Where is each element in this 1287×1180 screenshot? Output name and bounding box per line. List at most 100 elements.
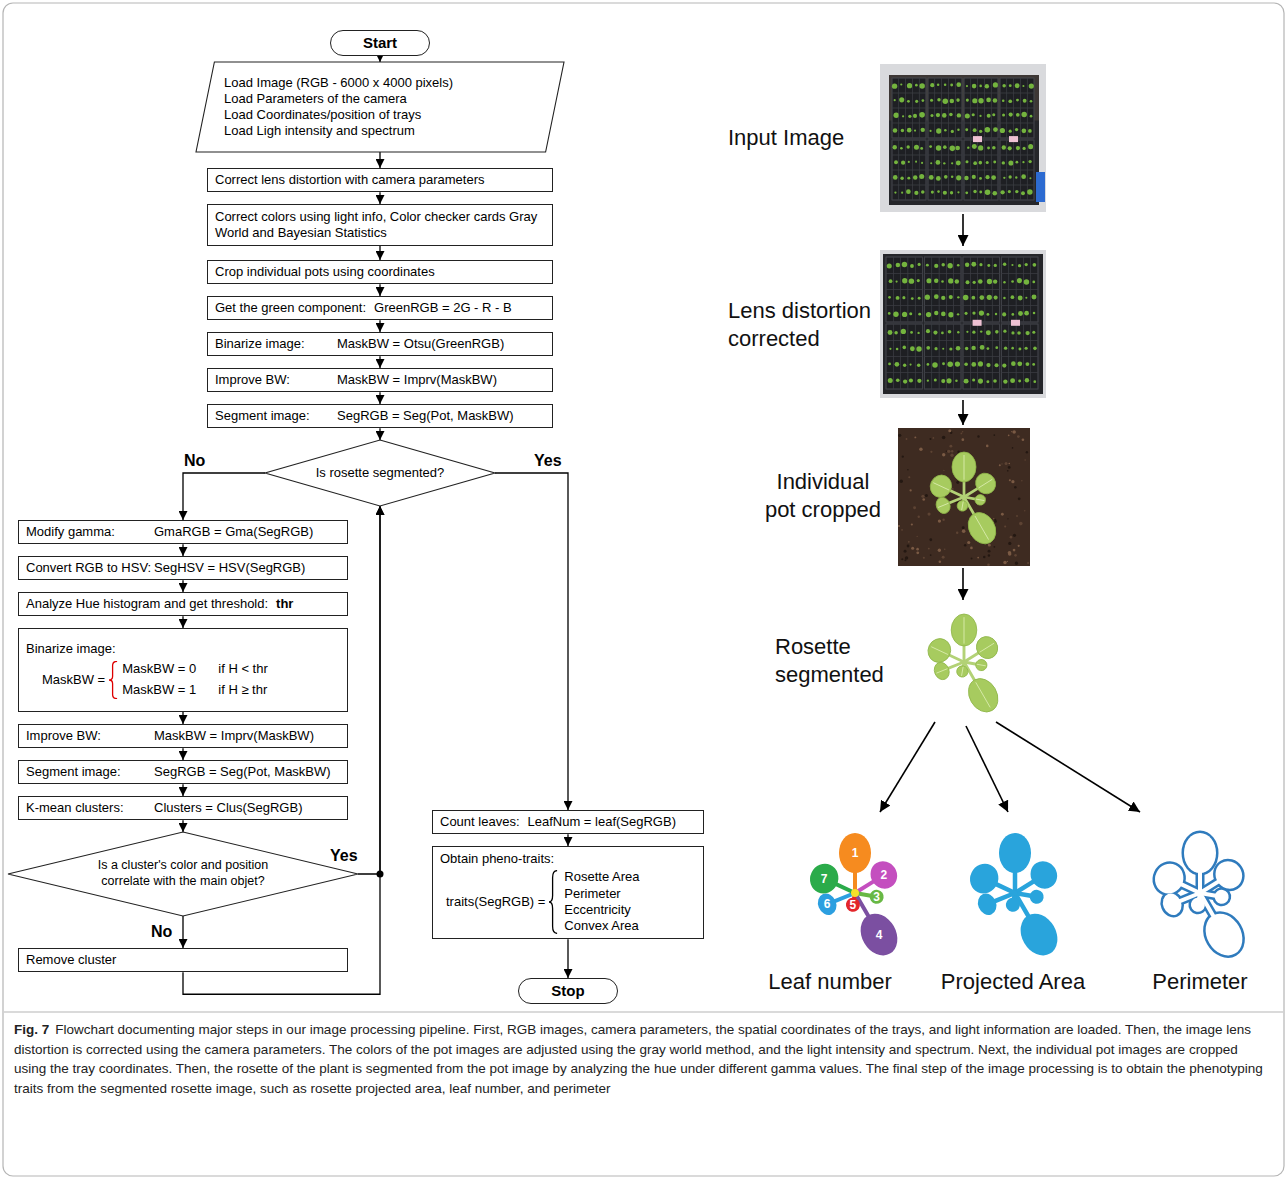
brace [549, 870, 558, 934]
pot [919, 108, 926, 123]
pot [1002, 273, 1009, 289]
node-text: Load Image (RGB - 6000 x 4000 pixels) [224, 75, 554, 91]
seedling [972, 331, 975, 334]
pot [1023, 273, 1030, 289]
soil-speck [928, 548, 930, 550]
seedling [965, 160, 968, 163]
seedling [971, 362, 976, 367]
seedling [914, 191, 918, 195]
pot [991, 185, 998, 200]
node-text: MaskBW = Imprv(MaskBW) [337, 372, 497, 388]
leaf-blade [1029, 889, 1045, 905]
step-arrow [966, 726, 1008, 812]
seedling [1030, 100, 1033, 103]
seedling [1025, 378, 1029, 382]
midrib [980, 643, 995, 652]
soil-speck [1007, 561, 1008, 562]
branch-label: Yes [532, 452, 564, 470]
photo-frame [880, 250, 1046, 398]
node-text: Start [363, 34, 397, 53]
pot [1009, 340, 1016, 356]
pot [984, 93, 991, 108]
seedling [900, 147, 903, 150]
pot [1027, 78, 1034, 93]
pot [901, 324, 908, 340]
seedling [943, 99, 949, 105]
soil-speck [988, 550, 991, 553]
pot [978, 108, 985, 123]
connector [182, 820, 183, 832]
seedling [979, 130, 982, 133]
outline-polygon [265, 440, 495, 506]
soil-speck [913, 506, 916, 509]
seedling [951, 130, 954, 133]
soil-speck [925, 494, 928, 497]
seedling [1002, 312, 1006, 316]
process-box: Count leaves:LeafNum = leaf(SegRGB) [432, 810, 704, 834]
soil-speck [960, 433, 962, 435]
seedling [1003, 177, 1005, 179]
pot [1023, 357, 1030, 373]
leaf-blade [1210, 856, 1247, 894]
seedling [909, 278, 914, 283]
midrib [975, 516, 989, 540]
seedling [971, 296, 975, 300]
pot [935, 93, 942, 108]
soil-speck [910, 489, 912, 491]
seedling [892, 83, 897, 88]
seedling [1015, 128, 1018, 131]
node-text: Improve BW: [26, 728, 154, 744]
pot [948, 93, 955, 108]
pot [970, 257, 977, 273]
tray [925, 324, 962, 389]
pot [1020, 93, 1027, 108]
seedling [993, 82, 998, 87]
tray [925, 257, 962, 322]
branch-label: Yes [328, 847, 360, 865]
seedling [1021, 174, 1026, 179]
callout-number: 6 [817, 897, 837, 911]
leaf-blade [1198, 907, 1249, 962]
seedling [957, 191, 959, 193]
seedling [1030, 115, 1033, 118]
node-text: SegRGB = Seg(Pot, MaskBW) [154, 764, 331, 780]
pot [942, 93, 949, 108]
seedling [965, 191, 968, 194]
seedling [1025, 263, 1028, 266]
node-text: thr [276, 596, 293, 612]
petiole [1198, 870, 1202, 893]
seedling [888, 296, 891, 299]
step-label: Individual pot cropped [762, 468, 884, 523]
pot [899, 123, 906, 138]
seedling [918, 297, 921, 300]
callout-number: 1 [845, 846, 865, 860]
pot [928, 170, 935, 185]
pot [886, 340, 893, 356]
pot [1016, 257, 1023, 273]
pot [1023, 340, 1030, 356]
seedling [1025, 362, 1029, 366]
seedling [980, 330, 982, 332]
pot [964, 93, 971, 108]
pot [978, 290, 985, 306]
node-text: Convex Area [564, 918, 639, 934]
soil-speck [947, 450, 950, 453]
soil-speck [951, 450, 953, 452]
pot [908, 273, 915, 289]
seedling [1032, 281, 1035, 284]
seedling [1002, 363, 1006, 367]
pot [932, 373, 939, 389]
pot [906, 108, 913, 123]
leaf-blade [965, 859, 1003, 898]
node-text: Remove cluster [26, 952, 116, 968]
pot [955, 170, 962, 185]
seedling [894, 99, 896, 101]
seedling [908, 115, 911, 118]
seedling [895, 362, 900, 367]
seedling [993, 279, 997, 283]
seedling [1028, 129, 1032, 133]
seedling [900, 83, 902, 85]
brace-path [549, 870, 557, 933]
seedling [951, 176, 954, 179]
pot [971, 185, 978, 200]
